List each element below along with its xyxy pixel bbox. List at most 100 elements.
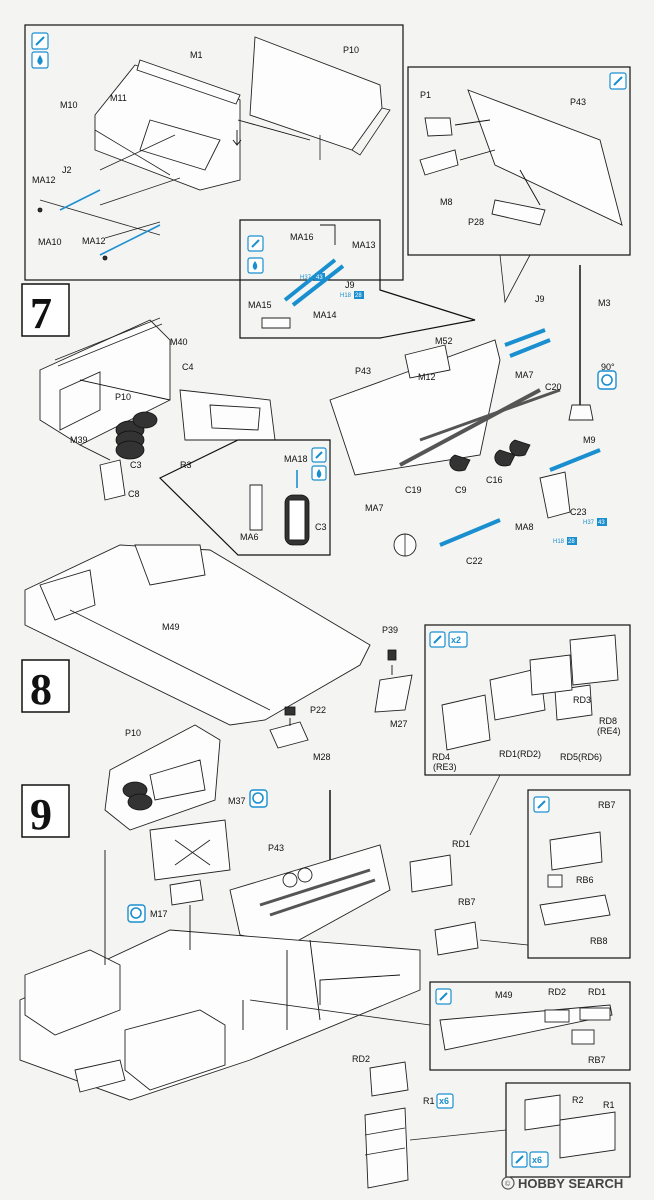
glue-icon	[429, 631, 446, 648]
badge-43-b: 43	[598, 520, 605, 526]
label-RB7: RB7	[458, 897, 476, 907]
label-C19: C19	[405, 485, 422, 495]
rotate-icon	[249, 789, 268, 808]
label-P10-c: P10	[125, 728, 141, 738]
label-RE4: (RE4)	[597, 726, 621, 736]
label-M49-b: M49	[495, 990, 513, 1000]
label-MA10: MA10	[38, 237, 62, 247]
label-C20: C20	[545, 382, 562, 392]
label-M52: M52	[435, 336, 453, 346]
label-M27: M27	[390, 719, 408, 729]
label-C16: C16	[486, 475, 503, 485]
inset-grab-handle: MA16 MA13 J9 MA15 MA14 H37 43 H18 28	[239, 219, 476, 339]
label-M9: M9	[583, 435, 596, 445]
step-8: 8 M49 P39 M27 P22 M28 x2 R	[21, 544, 631, 836]
badge-H37-b: H37	[583, 520, 595, 526]
label-C23: C23	[570, 507, 587, 517]
label-P43-b: P43	[355, 366, 371, 376]
paint-drop-icon	[311, 465, 327, 481]
label-M3: M3	[598, 298, 611, 308]
label-C8: C8	[128, 489, 140, 499]
badge-28-b: 28	[568, 539, 575, 545]
label-MA12-b: MA12	[82, 236, 106, 246]
label-RD3: RD3	[573, 695, 591, 705]
label-RB8: RB8	[590, 936, 608, 946]
label-P1: P1	[420, 90, 431, 100]
inset-hatch-assembly: M1 P10 M11 M10 MA12 J2 MA10 MA12	[24, 24, 404, 281]
step-number-9: 9	[30, 790, 52, 839]
label-MA7: MA7	[515, 370, 534, 380]
label-P43-c: P43	[268, 843, 284, 853]
watermark-brand: HOBBY SEARCH	[518, 1176, 623, 1191]
glue-icon	[511, 1151, 528, 1168]
label-MA18: MA18	[284, 454, 308, 464]
label-RB7-c: RB7	[588, 1055, 606, 1065]
label-MA6: MA6	[240, 532, 259, 542]
watermark-copyright: ©	[505, 1180, 511, 1188]
label-C22: C22	[466, 556, 483, 566]
label-MA16: MA16	[290, 232, 314, 242]
rotate-icon	[597, 370, 617, 390]
antenna-mast	[568, 265, 594, 421]
label-RB7-b: RB7	[598, 800, 616, 810]
label-MA8: MA8	[515, 522, 534, 532]
badge-x6: x6	[439, 1096, 449, 1106]
badge-x2: x2	[451, 635, 461, 645]
glue-icon	[311, 447, 327, 463]
inset-radio-shelf: M49 RD2 RD1 RB7	[429, 981, 631, 1071]
label-C3-b: C3	[315, 522, 327, 532]
label-RD1RD2: RD1(RD2)	[499, 749, 541, 759]
label-RE3: (RE3)	[433, 762, 457, 772]
step-number-7: 7	[30, 289, 52, 338]
spare-wheels	[115, 411, 158, 460]
watermark: © HOBBY SEARCH	[501, 1176, 623, 1191]
inset-battery-box: RB7 RB6 RB8	[527, 789, 631, 959]
badge-28: 28	[355, 293, 362, 299]
label-P10-b: P10	[115, 392, 131, 402]
label-M49: M49	[162, 622, 180, 632]
label-R2: R2	[572, 1095, 584, 1105]
step-9: 9 P10 M37 M17 P43 RD1 RB7	[19, 724, 631, 1189]
inset-radio-rack: x2 RD3 RD8 (RE4) RD4 (RE3) RD1(RD2) RD5(…	[424, 624, 631, 836]
label-M37: M37	[228, 796, 246, 806]
label-M8: M8	[440, 197, 453, 207]
label-C4: C4	[182, 362, 194, 372]
inset-rack: R2 R1 x6	[505, 1082, 631, 1178]
step-7: 7 MA16 MA13 J9 MA15 MA14 H37 43 H18	[21, 219, 617, 566]
label-RD2: RD2	[548, 987, 566, 997]
glue-icon	[435, 988, 452, 1005]
label-90-degrees: 90°	[601, 362, 615, 372]
inset-side-panel: P1 P43 M8 P28	[407, 66, 631, 304]
label-J9-b: J9	[535, 294, 545, 304]
glue-icon	[609, 72, 627, 90]
label-MA12: MA12	[32, 175, 56, 185]
step-number-8: 8	[30, 665, 52, 714]
glue-icon	[31, 32, 49, 50]
label-MA15: MA15	[248, 300, 272, 310]
label-RD5RD6: RD5(RD6)	[560, 752, 602, 762]
label-M11: M11	[110, 93, 127, 103]
label-RD1-b: RD1	[588, 987, 606, 997]
badge-H18: H18	[340, 293, 352, 299]
label-M28: M28	[313, 752, 331, 762]
label-C3: C3	[130, 460, 142, 470]
glue-icon	[533, 796, 550, 813]
glue-icon	[247, 235, 264, 252]
label-M39: M39	[70, 435, 88, 445]
label-C9: C9	[455, 485, 467, 495]
label-MA7-b: MA7	[365, 503, 384, 513]
label-R1-b: R1	[603, 1100, 615, 1110]
badge-H18-b: H18	[553, 539, 565, 545]
label-P28: P28	[468, 217, 484, 227]
rotate-icon	[127, 904, 146, 923]
label-P43: P43	[570, 97, 586, 107]
paint-drop-icon	[31, 51, 49, 69]
label-R1: R1	[423, 1096, 435, 1106]
label-M40: M40	[170, 337, 188, 347]
label-RD1: RD1	[452, 839, 470, 849]
label-P39: P39	[382, 625, 398, 635]
label-M1: M1	[190, 50, 203, 60]
badge-H37: H37	[300, 275, 312, 281]
label-RB6: RB6	[576, 875, 594, 885]
